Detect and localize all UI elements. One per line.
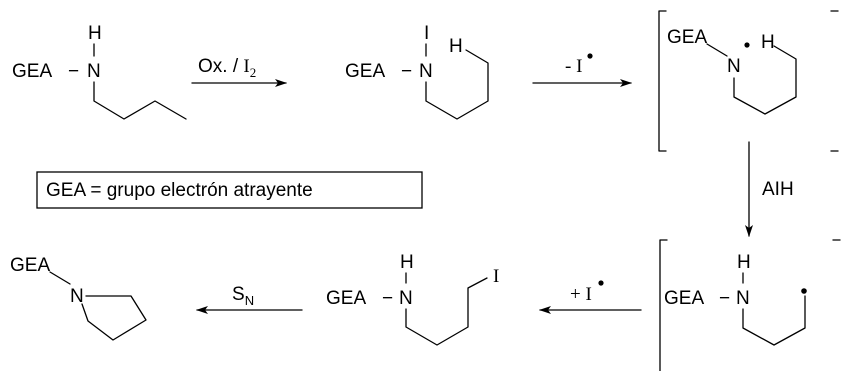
bracket-left [659, 239, 668, 371]
atom-i: I [493, 266, 499, 287]
reagent-iodine-radical-gain: + I [570, 284, 592, 305]
molecule-aminyl-radical: GEA N H [658, 10, 839, 152]
atom-n: N [727, 56, 741, 77]
atom-h: H [761, 32, 775, 53]
atom-n: N [70, 286, 84, 307]
atom-gea: GEA [10, 255, 50, 276]
atom-n: N [419, 61, 433, 82]
atom-n: N [87, 61, 101, 82]
reagent-hat: AIH [762, 179, 794, 200]
bond-dash: − [719, 288, 730, 309]
molecule-pyrrolidine: GEA N [10, 255, 147, 341]
atom-n: N [399, 288, 413, 309]
radical-dot [801, 288, 807, 294]
atom-gea: GEA [667, 27, 707, 48]
atom-i: I [424, 23, 429, 44]
reagent-sn: SN [232, 284, 254, 308]
bond-dash: − [382, 288, 393, 309]
molecule-n-iodoamine: I GEA − N H [345, 23, 489, 120]
bond-dash: − [401, 61, 412, 82]
radical-dot [744, 42, 750, 48]
atom-h: H [737, 252, 751, 273]
atom-h: H [449, 36, 463, 57]
atom-gea: GEA [664, 288, 704, 309]
radical-dot [598, 280, 604, 286]
bracket-left [658, 10, 667, 152]
legend-box [36, 171, 423, 209]
bond-dash: − [68, 61, 79, 82]
atom-gea: GEA [12, 61, 52, 82]
atom-n: N [736, 288, 750, 309]
molecule-amine: H GEA − N [12, 23, 187, 120]
reagent-iodine-radical-loss: - I [565, 56, 582, 77]
radical-dot [587, 53, 593, 59]
legend-text: GEA = grupo electrón atrayente [46, 180, 313, 201]
molecule-iodo-amine: H GEA − N I [326, 252, 499, 346]
atom-gea: GEA [345, 61, 385, 82]
atom-h: H [400, 252, 414, 273]
molecule-carbon-radical: H GEA − N [659, 239, 841, 371]
atom-gea: GEA [326, 288, 366, 309]
reagent-oxidation: Ox. / I2 [198, 56, 256, 80]
atom-h: H [88, 23, 102, 44]
